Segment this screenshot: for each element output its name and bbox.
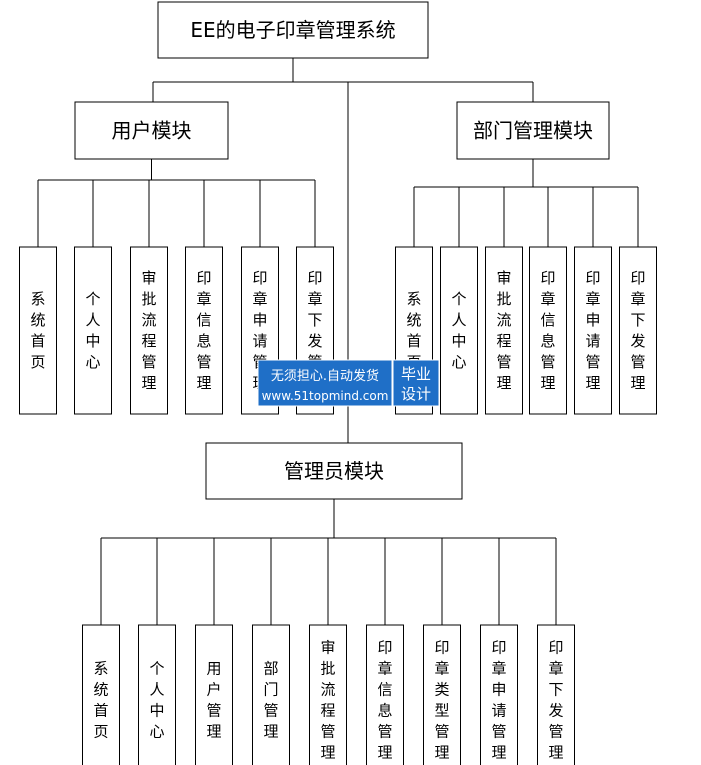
admin-child-node-label: 印章类型管理 [434, 639, 449, 762]
user-child-node-label: 个人中心 [85, 290, 100, 371]
user-child-node: 审批流程管理 [130, 246, 168, 415]
user-module-node: 用户模块 [74, 101, 229, 160]
dept-module-node: 部门管理模块 [456, 101, 610, 160]
admin-child-node: 个人中心 [138, 624, 176, 765]
user-child-node-label: 系统首页 [30, 290, 45, 371]
dept-child-node: 印章申请管理 [574, 246, 612, 415]
admin-module-node-label: 管理员模块 [284, 459, 384, 483]
user-child-node-box [130, 246, 168, 415]
dept-child-node-label: 系统首页 [406, 290, 421, 371]
admin-child-node-label: 个人中心 [149, 660, 164, 741]
dept-child-node-label: 印章申请管理 [585, 269, 600, 392]
admin-child-node: 用户管理 [195, 624, 233, 765]
watermark-badge-line2: 设计 [401, 385, 431, 403]
dept-child-node: 审批流程管理 [485, 246, 523, 415]
admin-child-node-label: 部门管理 [263, 660, 278, 741]
dept-module-node-box [456, 101, 610, 160]
admin-child-node-label: 印章申请管理 [491, 639, 506, 762]
dept-child-node-box [440, 246, 478, 415]
watermark-badge-line1: 毕业 [401, 365, 431, 383]
dept-child-node-label: 印章下发管理 [630, 269, 645, 392]
admin-child-node-box [423, 624, 461, 765]
dept-child-node: 个人中心 [440, 246, 478, 415]
admin-child-node-label: 印章信息管理 [377, 639, 392, 762]
user-module-node-label: 用户模块 [112, 119, 192, 143]
root-node: EE的电子印章管理系统 [157, 1, 429, 59]
user-child-node: 印章信息管理 [185, 246, 223, 415]
admin-child-node-box [537, 624, 575, 765]
admin-module-node-box [205, 442, 463, 500]
dept-child-node: 系统首页 [395, 246, 433, 415]
connector-lines [37, 58, 639, 625]
dept-child-node-label: 印章信息管理 [540, 269, 555, 392]
admin-module-node: 管理员模块 [205, 442, 463, 500]
dept-child-node-box [529, 246, 567, 415]
dept-child-node-box [485, 246, 523, 415]
admin-child-node-box [138, 624, 176, 765]
admin-child-node-box [309, 624, 347, 765]
admin-child-node-box [366, 624, 404, 765]
dept-child-node-box [574, 246, 612, 415]
admin-child-node: 印章信息管理 [366, 624, 404, 765]
admin-child-node-box [252, 624, 290, 765]
watermark-banner [257, 359, 393, 407]
user-child-node-box [74, 246, 112, 415]
admin-child-node-label: 用户管理 [206, 660, 221, 741]
dept-child-node: 印章信息管理 [529, 246, 567, 415]
admin-child-node: 部门管理 [252, 624, 290, 765]
root-node-label: EE的电子印章管理系统 [190, 18, 395, 42]
user-child-node: 个人中心 [74, 246, 112, 415]
admin-child-node: 印章下发管理 [537, 624, 575, 765]
admin-child-node: 印章申请管理 [480, 624, 518, 765]
dept-child-node: 印章下发管理 [619, 246, 657, 415]
admin-child-node: 系统首页 [82, 624, 120, 765]
admin-child-node: 印章类型管理 [423, 624, 461, 765]
user-child-node-label: 印章信息管理 [196, 269, 211, 392]
dept-child-node-label: 审批流程管理 [496, 269, 511, 392]
watermark-badge [392, 359, 440, 407]
user-module-node-box [74, 101, 229, 160]
admin-child-node-box [195, 624, 233, 765]
user-child-node-label: 审批流程管理 [141, 269, 156, 392]
admin-child-node-label: 系统首页 [93, 660, 108, 741]
watermark: 无须担心.自动发货 www.51topmind.com 毕业 设计 [257, 359, 440, 407]
admin-child-node: 审批流程管理 [309, 624, 347, 765]
admin-child-node-label: 审批流程管理 [320, 639, 335, 762]
user-child-node-box [185, 246, 223, 415]
watermark-line1: 无须担心.自动发货 [271, 368, 379, 384]
dept-child-node-label: 个人中心 [451, 290, 466, 371]
root-node-box [157, 1, 429, 59]
diagram-nodes: EE的电子印章管理系统用户模块系统首页个人中心审批流程管理印章信息管理印章申请管… [19, 1, 657, 765]
dept-module-node-label: 部门管理模块 [473, 119, 593, 143]
dept-child-node-box [619, 246, 657, 415]
user-child-node-box [19, 246, 57, 415]
watermark-line2: www.51topmind.com [262, 389, 389, 403]
admin-child-node-box [82, 624, 120, 765]
admin-child-node-label: 印章下发管理 [548, 639, 563, 762]
admin-child-node-box [480, 624, 518, 765]
user-child-node: 系统首页 [19, 246, 57, 415]
